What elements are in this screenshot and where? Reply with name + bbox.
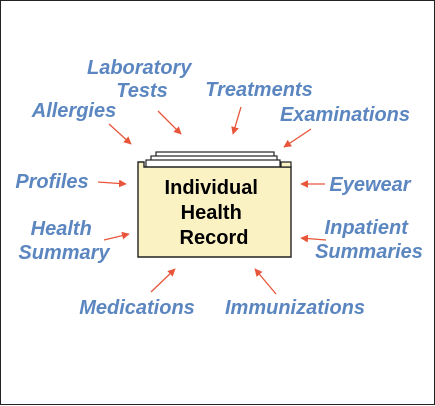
label-eyewear: Eyewear	[329, 174, 411, 196]
label-inpatient-summaries: Inpatient Summaries	[315, 217, 423, 263]
arrow-allergies	[108, 123, 132, 145]
arrow-examinations	[283, 128, 312, 148]
folder-icon	[137, 151, 292, 258]
label-medications: Medications	[79, 297, 195, 319]
arrow-laboratory-tests	[157, 110, 182, 135]
arrow-immunizations	[254, 268, 277, 295]
label-immunizations: Immunizations	[225, 297, 365, 319]
folder-tab-right	[280, 161, 292, 168]
label-laboratory-tests: Laboratory Tests	[87, 57, 197, 102]
arrow-inpatient-summaries	[300, 234, 327, 243]
label-inpatient-line-1: Inpatient	[325, 217, 410, 239]
label-laboratory-line-1: Laboratory	[87, 57, 192, 79]
arrow-health-summary	[103, 231, 130, 241]
label-profiles: Profiles	[15, 171, 88, 193]
label-inpatient-line-2: Summaries	[315, 241, 423, 263]
label-laboratory-line-2: Tests	[116, 80, 168, 102]
label-treatments: Treatments	[205, 79, 312, 101]
label-health-line-1: Health	[31, 218, 92, 240]
label-examinations: Examinations	[280, 104, 410, 126]
arrow-treatments	[231, 106, 242, 135]
label-allergies: Allergies	[31, 100, 116, 122]
arrows	[97, 106, 327, 295]
arrow-profiles	[97, 179, 127, 188]
center-title: Individual Health Record	[165, 177, 264, 249]
label-health-line-2: Summary	[18, 242, 110, 264]
center-title-line-2: Health	[181, 202, 242, 224]
center-title-line-1: Individual	[165, 177, 258, 199]
arrow-medications	[150, 268, 176, 293]
center-title-line-3: Record	[180, 227, 249, 249]
label-health-summary: Health Summary	[18, 218, 110, 264]
